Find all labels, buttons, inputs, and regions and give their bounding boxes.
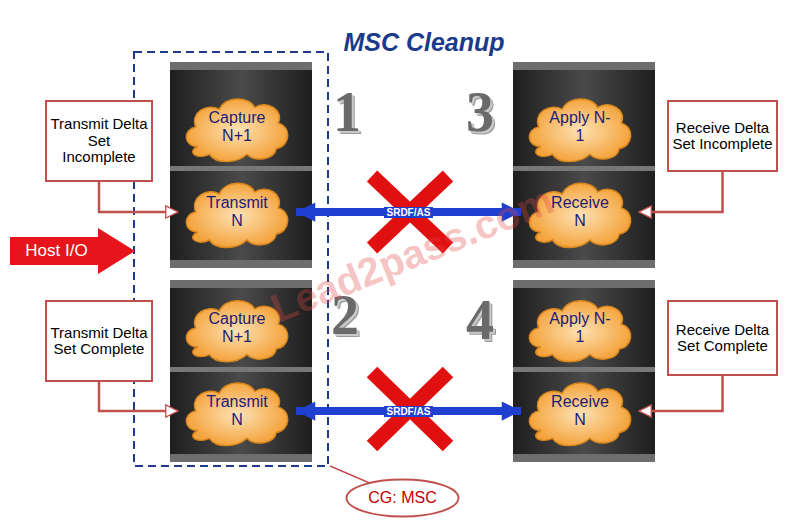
callout-number: 2 <box>331 283 359 347</box>
link-connector <box>639 376 723 411</box>
callout-number: 1 <box>333 80 361 144</box>
node-text: Receive N <box>547 393 613 428</box>
node-text: Receive Delta Set Complete <box>672 322 773 355</box>
link-connector <box>99 382 178 411</box>
array-bottom-right <box>513 280 655 462</box>
link-label: SRDF/AS <box>384 406 434 417</box>
process-cloud: Receive N <box>521 372 639 450</box>
process-cloud: Apply N-1 <box>521 88 639 166</box>
link-label: SRDF/AS <box>384 207 434 218</box>
callout-box: Transmit Delta Set Incomplete <box>45 100 153 182</box>
array-bottom-left <box>170 280 312 462</box>
process-cloud: Receive N <box>521 172 639 252</box>
node-text: CG: MSC <box>368 489 436 507</box>
failure-x-top <box>372 176 448 248</box>
leader-line <box>330 466 372 484</box>
node-text: Capture N+1 <box>204 310 270 345</box>
node-text: Capture N+1 <box>204 109 270 144</box>
process-cloud: Transmit N <box>178 372 296 450</box>
process-cloud: Capture N+1 <box>178 88 296 166</box>
node-text: Transmit Delta Set Complete <box>50 325 148 358</box>
host-io-arrow: Host I/O <box>10 228 135 274</box>
link-connector <box>99 182 178 212</box>
callout-number: 3 <box>466 80 494 144</box>
node-text: Transmit N <box>204 393 270 428</box>
node-text: Apply N-1 <box>547 310 613 345</box>
process-cloud: Transmit N <box>178 172 296 252</box>
node-text: Receive N <box>547 194 613 229</box>
link-connector <box>639 172 723 212</box>
callout-box: Receive Delta Set Incomplete <box>667 100 778 172</box>
process-cloud: Apply N-1 <box>521 290 639 366</box>
node-text: Transmit N <box>204 194 270 229</box>
node-text: Transmit Delta Set Incomplete <box>50 116 148 166</box>
diagram-title: MSC Cleanup <box>244 28 604 57</box>
callout-box: Receive Delta Set Complete <box>667 300 778 376</box>
group-ellipse: CG: MSC <box>345 478 460 518</box>
array-top-right <box>513 62 655 268</box>
consistency-group-outline <box>134 52 328 466</box>
node-text: Apply N-1 <box>547 109 613 144</box>
array-top-left <box>170 62 312 268</box>
callout-number: 4 <box>466 288 494 352</box>
node-text: Host I/O <box>25 242 119 261</box>
process-cloud: Capture N+1 <box>178 290 296 366</box>
callout-box: Transmit Delta Set Complete <box>45 300 153 382</box>
node-text: Receive Delta Set Incomplete <box>672 120 773 153</box>
failure-x-bottom <box>372 372 448 446</box>
